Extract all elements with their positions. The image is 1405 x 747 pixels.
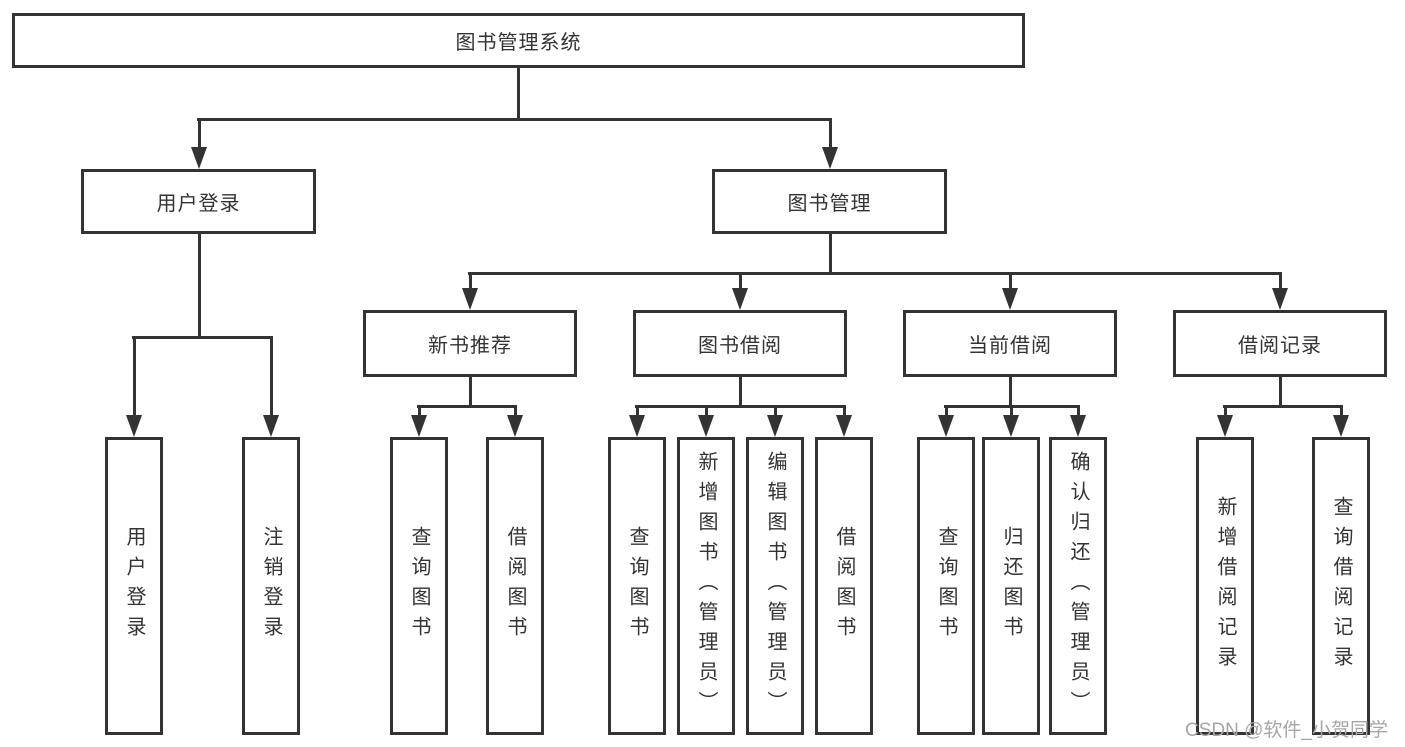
arrow-down-icon: [263, 415, 279, 437]
connector-drop-leaf: [514, 405, 517, 416]
leaf-query-books-bookborrow-label: 查询图书: [626, 526, 648, 646]
connector-borrow-records-stem: [1279, 377, 1282, 407]
arrow-down-icon: [1002, 288, 1018, 310]
leaf-add-books-admin: 新增图书（管理员）: [677, 437, 735, 735]
connector-book-borrow-rail: [635, 405, 846, 408]
arrow-down-icon: [938, 415, 954, 437]
connector-root-stem: [517, 68, 520, 119]
connector-drop-borrow-records: [1279, 272, 1282, 290]
connector-new-books-stem: [469, 377, 472, 407]
connector-drop-leaf: [133, 336, 136, 416]
leaf-query-books-newbooks-label: 查询图书: [408, 526, 430, 646]
arrow-down-icon: [767, 415, 783, 437]
leaf-query-borrow-record: 查询借阅记录: [1312, 437, 1370, 735]
leaf-add-borrow-record: 新增借阅记录: [1196, 437, 1254, 735]
arrow-down-icon: [507, 415, 523, 437]
connector-book-mgmt-stem: [829, 234, 832, 273]
leaf-query-books-bookborrow: 查询图书: [608, 437, 666, 735]
connector-borrow-records-rail: [1223, 405, 1343, 408]
leaf-edit-books-admin: 编辑图书（管理员）: [746, 437, 804, 735]
leaf-confirm-return-admin-label: 确认归还（管理员）: [1067, 451, 1089, 721]
connector-current-borrow-stem: [1009, 377, 1012, 407]
node-root: 图书管理系统: [12, 13, 1025, 68]
connector-drop-leaf: [1340, 405, 1343, 416]
leaf-return-books-label: 归还图书: [1000, 526, 1022, 646]
node-root-label: 图书管理系统: [455, 32, 582, 54]
leaf-borrow-books-bookborrow-label: 借阅图书: [833, 526, 855, 646]
arrow-down-icon: [629, 415, 645, 437]
node-user-login-label: 用户登录: [156, 193, 241, 215]
arrow-down-icon: [1003, 415, 1019, 437]
connector-drop-leaf: [843, 405, 846, 416]
arrow-down-icon: [1217, 415, 1233, 437]
arrow-down-icon: [698, 415, 714, 437]
node-user-login: 用户登录: [81, 169, 316, 234]
connector-drop-book-borrow: [739, 272, 742, 290]
node-borrow-records: 借阅记录: [1173, 310, 1387, 377]
connector-drop-leaf: [418, 405, 421, 416]
leaf-logout-label: 注销登录: [260, 526, 282, 646]
leaf-borrow-books-bookborrow: 借阅图书: [815, 437, 873, 735]
leaf-query-borrow-record-label: 查询借阅记录: [1330, 496, 1352, 676]
connector-level3-rail: [468, 272, 1281, 275]
leaf-user-login-label: 用户登录: [123, 526, 145, 646]
leaf-add-books-admin-label: 新增图书（管理员）: [695, 451, 717, 721]
connector-drop-leaf: [636, 405, 639, 416]
connector-user-login-stem: [198, 234, 201, 338]
arrow-down-icon: [1272, 288, 1288, 310]
leaf-query-books-currentborrow: 查询图书: [917, 437, 975, 735]
connector-drop-leaf: [1224, 405, 1227, 416]
arrow-down-icon: [1070, 415, 1086, 437]
node-new-books-label: 新书推荐: [428, 335, 512, 357]
node-book-mgmt-label: 图书管理: [787, 193, 872, 215]
leaf-user-login: 用户登录: [105, 437, 163, 735]
leaf-query-books-currentborrow-label: 查询图书: [935, 526, 957, 646]
arrow-down-icon: [822, 147, 838, 169]
node-new-books: 新书推荐: [363, 310, 577, 377]
connector-drop-leaf: [705, 405, 708, 416]
connector-drop-new-books: [469, 272, 472, 290]
node-current-borrow: 当前借阅: [903, 310, 1117, 377]
leaf-query-books-newbooks: 查询图书: [390, 437, 448, 735]
leaf-confirm-return-admin: 确认归还（管理员）: [1049, 437, 1107, 735]
arrow-down-icon: [411, 415, 427, 437]
arrow-down-icon: [732, 288, 748, 310]
connector-drop-leaf: [270, 336, 273, 416]
watermark: CSDN @软件_小贺同学: [1185, 720, 1388, 741]
node-current-borrow-label: 当前借阅: [968, 335, 1052, 357]
connector-book-borrow-stem: [739, 377, 742, 407]
connector-drop-user-login: [198, 118, 201, 148]
connector-drop-current-borrow: [1009, 272, 1012, 290]
connector-user-login-rail: [132, 336, 272, 339]
leaf-borrow-books-newbooks: 借阅图书: [486, 437, 544, 735]
connector-drop-book-mgmt: [829, 118, 832, 148]
node-book-borrow: 图书借阅: [633, 310, 847, 377]
connector-drop-leaf: [1077, 405, 1080, 416]
leaf-add-borrow-record-label: 新增借阅记录: [1214, 496, 1236, 676]
node-borrow-records-label: 借阅记录: [1238, 335, 1322, 357]
node-book-borrow-label: 图书借阅: [698, 335, 782, 357]
arrow-down-icon: [1333, 415, 1349, 437]
connector-level2-rail: [197, 118, 832, 121]
connector-drop-leaf: [774, 405, 777, 416]
arrow-down-icon: [126, 415, 142, 437]
leaf-edit-books-admin-label: 编辑图书（管理员）: [764, 451, 786, 721]
leaf-return-books: 归还图书: [982, 437, 1040, 735]
connector-new-books-rail: [417, 405, 517, 408]
arrow-down-icon: [462, 288, 478, 310]
leaf-borrow-books-newbooks-label: 借阅图书: [504, 526, 526, 646]
node-book-mgmt: 图书管理: [712, 169, 947, 234]
arrow-down-icon: [836, 415, 852, 437]
connector-drop-leaf: [1010, 405, 1013, 416]
arrow-down-icon: [191, 147, 207, 169]
leaf-logout: 注销登录: [242, 437, 300, 735]
connector-drop-leaf: [945, 405, 948, 416]
